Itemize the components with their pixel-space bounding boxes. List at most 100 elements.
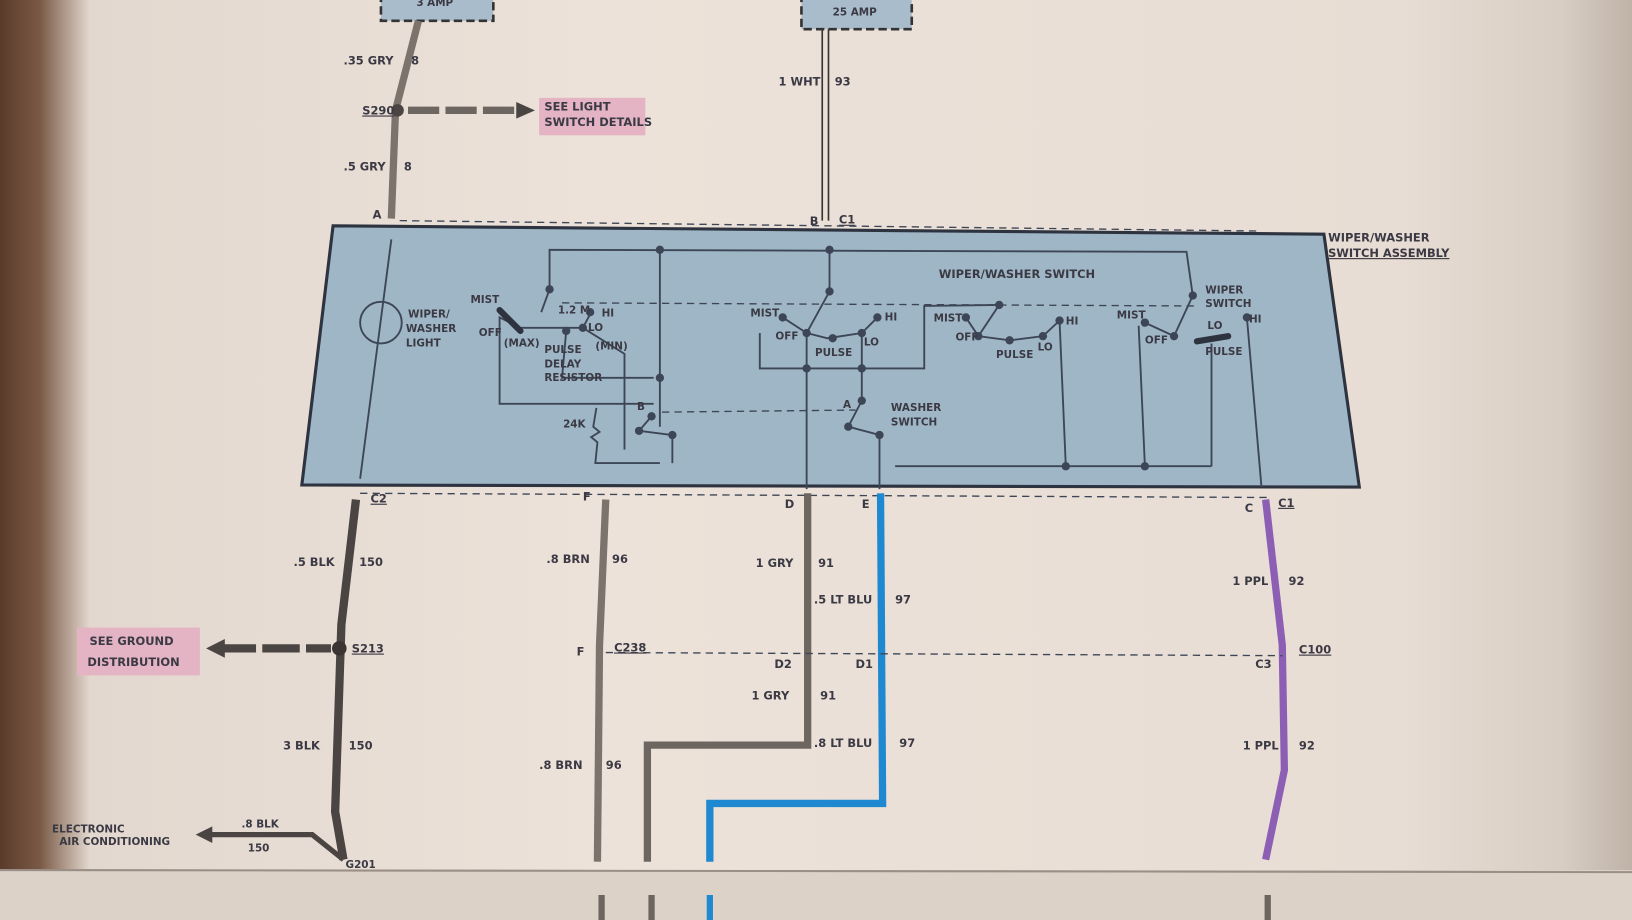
pin-d2: D2 [774, 657, 791, 671]
pin-a-label: A [843, 399, 851, 411]
s290-label: S290 [362, 103, 394, 117]
splice-s290 [391, 104, 404, 117]
see-light-switch-callout[interactable] [539, 97, 646, 136]
pulse-label: PULSE [815, 347, 852, 359]
wire-circuit: 91 [818, 556, 834, 570]
wire-circuit: 8 [404, 160, 412, 174]
pin-d1: D1 [856, 657, 873, 671]
connector-c100-dash [605, 651, 1283, 657]
assembly-title: SWITCH ASSEMBLY [1328, 246, 1450, 260]
wire-gray-8 [387, 19, 422, 219]
hi-label: HI [1066, 316, 1079, 328]
hi-label: HI [602, 307, 615, 319]
pulse-label: PULSE [1205, 346, 1242, 358]
wire-black-150-eac [208, 832, 346, 862]
wire-white-93 [821, 29, 830, 221]
wire-circuit: 92 [1289, 574, 1305, 588]
wire-circuit: 96 [606, 758, 622, 772]
pulse-label: PULSE [996, 349, 1033, 361]
c100-label: C100 [1299, 643, 1331, 657]
wire-label: .8 BRN [539, 758, 582, 772]
off-label: OFF [1145, 334, 1168, 346]
resistor-value: 1.2 M [558, 304, 590, 316]
washer-switch-label: WASHER [891, 402, 941, 414]
mist-label: MIST [470, 294, 500, 306]
wire-label: 1 GRY [751, 688, 790, 702]
min-label: (MIN) [595, 341, 627, 353]
wire-light-blue-97 [706, 493, 887, 862]
light-label: WASHER [406, 323, 456, 335]
wire-label: .8 BRN [546, 552, 589, 566]
internal-circuit [359, 239, 1263, 490]
resistor-label: RESISTOR [544, 372, 602, 384]
switch-title: WIPER/WASHER SWITCH [939, 267, 1095, 281]
wire-circuit: 150 [349, 738, 373, 752]
fuse-25amp-label: 25 AMP [833, 7, 877, 19]
wiper-washer-switch-assembly [300, 224, 1362, 489]
lo-label: LO [1038, 342, 1053, 354]
wire-black-150 [330, 499, 361, 861]
c1-label: C1 [839, 213, 855, 227]
wire-circuit: 93 [835, 74, 851, 88]
pin-f: F [583, 490, 591, 504]
wiper-switch-label: SWITCH [1205, 298, 1251, 310]
washer-switch-label: SWITCH [891, 417, 937, 429]
wire-brown-96 [593, 499, 610, 862]
see-ground-distribution-callout[interactable] [77, 627, 200, 676]
pin-a: A [373, 208, 382, 222]
resistor-label: DELAY [544, 358, 581, 370]
g201-label: G201 [346, 859, 376, 871]
callout-text: SWITCH DETAILS [544, 115, 652, 129]
arrow-icon [206, 639, 225, 658]
wire-circuit: 150 [248, 842, 270, 854]
arrow-icon [516, 101, 535, 119]
c3-label: C3 [1255, 657, 1271, 671]
page-gutter [0, 870, 1632, 920]
wire-gray-91 [643, 493, 812, 862]
s213-label: S213 [352, 642, 384, 656]
wire-purple-92 [1262, 499, 1289, 861]
wiper-switch-label: WIPER [1205, 284, 1243, 296]
max-label: (MAX) [504, 338, 540, 350]
pin-f2: F [577, 645, 585, 659]
c2-label: C2 [371, 492, 387, 506]
wire-circuit: 97 [899, 736, 915, 750]
connector-c2-dash [360, 492, 1268, 499]
wire-circuit: 92 [1299, 738, 1315, 752]
mist-label: MIST [934, 313, 964, 325]
c1-bottom-label: C1 [1278, 496, 1294, 510]
next-page-wires [598, 895, 1271, 920]
assembly-title: WIPER/WASHER [1328, 230, 1430, 244]
pin-d: D [785, 497, 795, 511]
off-label: OFF [775, 330, 798, 342]
wire-label: 1 WHT [779, 74, 821, 88]
fuse-box-3amp [379, 0, 495, 23]
fuse-box-25amp [800, 0, 914, 31]
eac-label: ELECTRONIC [52, 824, 125, 836]
lo-label: LO [864, 337, 879, 349]
callout-text: SEE GROUND [90, 634, 174, 648]
callout-text: DISTRIBUTION [87, 655, 179, 669]
fuse-3amp-label: 3 AMP [416, 0, 453, 9]
callout-text: SEE LIGHT [544, 99, 610, 113]
pin-b: B [810, 214, 819, 228]
pin-c: C [1245, 501, 1253, 515]
connector-c1-dash [399, 219, 1260, 232]
eac-label: AIR CONDITIONING [59, 836, 170, 848]
hi-label: HI [885, 312, 898, 324]
resistor-label: PULSE [544, 344, 581, 356]
light-label: WIPER/ [408, 308, 450, 320]
pin-b-label: B [637, 401, 645, 413]
c238-label: C238 [614, 640, 646, 654]
mist-label: MIST [1117, 309, 1147, 321]
arrow-icon [195, 826, 213, 843]
wire-circuit: 97 [895, 593, 911, 607]
wire-circuit: 8 [411, 54, 419, 68]
wire-label: .35 GRY [343, 54, 394, 68]
lo-label: LO [1207, 320, 1222, 332]
wire-circuit: 91 [820, 688, 836, 702]
resistor2-value: 24K [563, 419, 586, 431]
pin-e: E [862, 497, 870, 511]
